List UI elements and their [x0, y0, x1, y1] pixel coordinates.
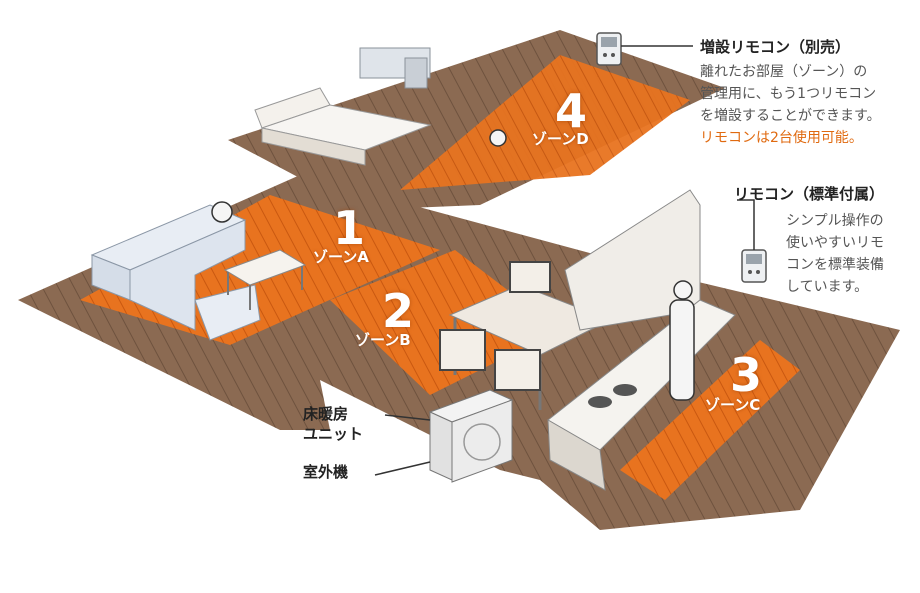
chairs: [439, 261, 551, 391]
upper-floor: [228, 30, 725, 210]
zone-name: ゾーンC: [705, 396, 761, 414]
remote-standard-title: リモコン（標準付属）: [734, 185, 885, 203]
zone-name: ゾーンD: [532, 130, 589, 148]
outdoor-unit-label-2: 室外機: [303, 462, 348, 482]
zone-number: 4: [555, 84, 588, 138]
remote-extra-line: 離れたお部屋（ゾーン）の: [700, 64, 868, 80]
remote-extra-line: を増設することができます。: [700, 108, 881, 124]
remote-extra-callout: 増設リモコン（別売） 離れたお部屋（ゾーン）の 管理用に、もう1つリモコン を増…: [700, 36, 881, 149]
remote-extra-line: 管理用に、もう1つリモコン: [700, 86, 877, 102]
remote-standard-line: シンプル操作の: [786, 213, 884, 229]
people: [211, 129, 695, 401]
remote-standard-callout: リモコン（標準付属）: [734, 183, 884, 204]
remote-standard-line: コンを標準装備: [786, 257, 884, 273]
remote-control-icon: [596, 32, 693, 66]
zone-number: 1: [333, 201, 366, 255]
remote-control-icon: [737, 199, 767, 283]
zone-name: ゾーンB: [355, 331, 411, 349]
zone-name: ゾーンA: [313, 248, 369, 266]
outdoor-unit-label: 床暖房 ユニット: [303, 404, 363, 444]
sofa: [90, 204, 261, 341]
remote-standard-body: シンプル操作の 使いやすいリモ コンを標準装備 しています。: [786, 210, 884, 298]
desk: [359, 47, 431, 89]
remote-extra-title: 増設リモコン（別売）: [700, 38, 851, 56]
zone-number: 3: [730, 348, 763, 402]
unit-label-line: 室外機: [303, 463, 349, 481]
coffee-table: [223, 249, 307, 310]
remote-extra-accent: リモコンは2台使用可能。: [700, 130, 863, 146]
remote-standard-line: 使いやすいリモ: [786, 235, 884, 251]
bed: [254, 87, 432, 166]
unit-label-line: ユニット: [303, 425, 364, 443]
unit-label-line: 床暖房: [303, 405, 349, 423]
outdoor-unit-icon: [374, 389, 514, 483]
zone-number: 2: [382, 284, 415, 338]
remote-standard-line: しています。: [786, 279, 869, 295]
